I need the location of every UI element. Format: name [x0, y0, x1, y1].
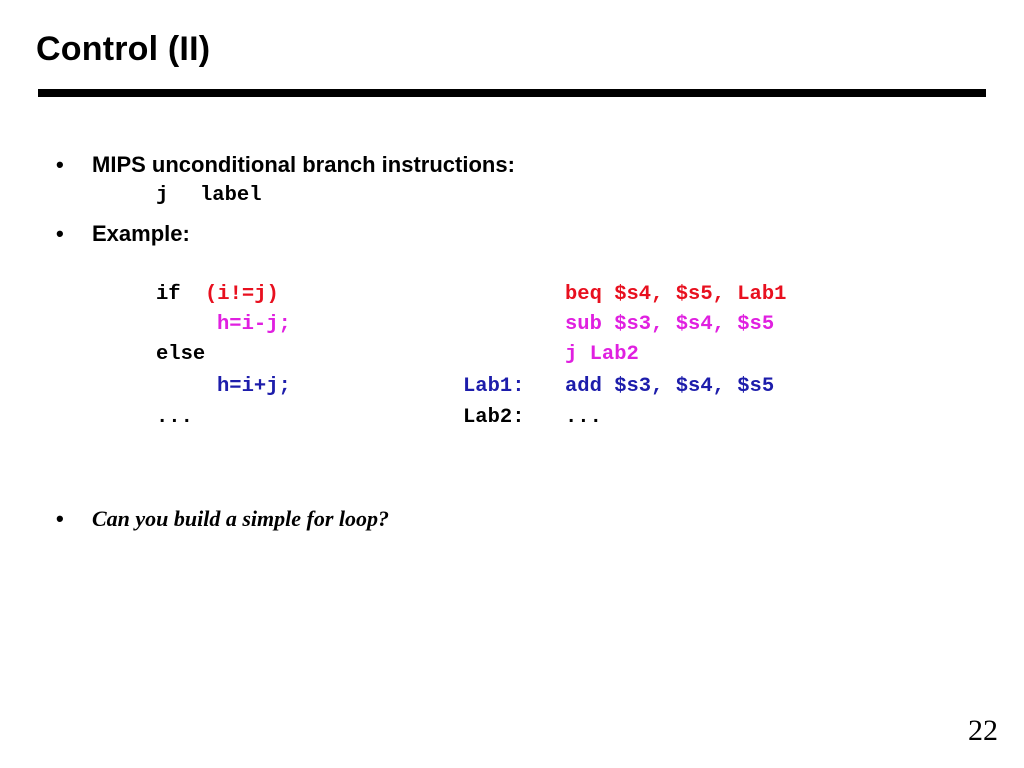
- bullet-text-example: Example:: [92, 221, 190, 246]
- c-else-keyword: else: [156, 343, 206, 366]
- code-label: label: [200, 184, 262, 207]
- asm-beq: beq $s4, $s5, Lab1: [565, 283, 787, 306]
- c-if-condition: (i!=j): [205, 283, 279, 306]
- title-underline: [38, 89, 986, 97]
- bullet-text-question: Can you build a simple for loop?: [92, 506, 390, 531]
- bullet-text-branch: MIPS unconditional branch instructions:: [92, 152, 515, 177]
- asm-add: add $s3, $s4, $s5: [565, 375, 775, 398]
- asm-ellipsis: ...: [565, 406, 602, 429]
- c-else-stmt: h=i+j;: [217, 375, 291, 398]
- asm-jump: j Lab2: [565, 343, 639, 366]
- bullet-marker: •: [56, 152, 64, 177]
- c-ellipsis: ...: [156, 406, 193, 429]
- asm-label-lab1: Lab1:: [463, 375, 525, 398]
- asm-label-lab2: Lab2:: [463, 406, 525, 429]
- bullet-marker: •: [56, 506, 64, 531]
- bullet-marker: •: [56, 221, 64, 246]
- slide-number: 22: [968, 714, 998, 747]
- c-then-stmt: h=i-j;: [217, 313, 291, 336]
- slide-title: Control (II): [36, 30, 211, 68]
- c-if-keyword: if: [156, 283, 181, 306]
- asm-sub: sub $s3, $s4, $s5: [565, 313, 775, 336]
- code-j: j: [156, 184, 169, 207]
